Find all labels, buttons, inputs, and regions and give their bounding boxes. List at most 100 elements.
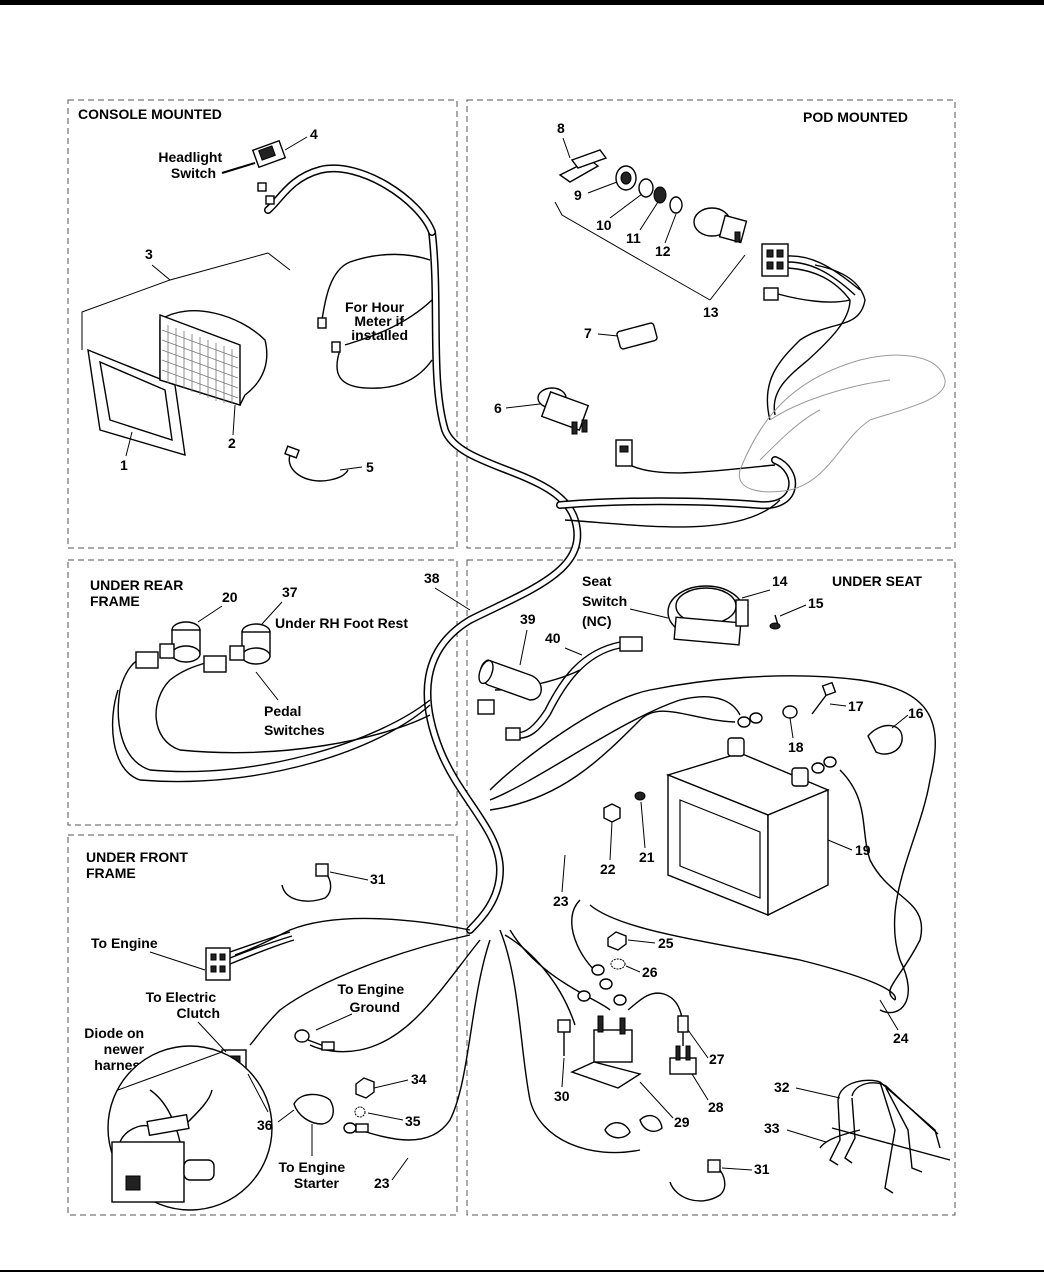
nut-34 <box>355 1077 375 1099</box>
leader-30 <box>561 1057 565 1088</box>
label-to-engine-ground-1: To Engine <box>337 981 404 997</box>
callout-5: 5 <box>366 459 374 475</box>
nut-25-part <box>607 931 627 951</box>
connector-28-part <box>669 1045 697 1075</box>
leader-5 <box>339 466 363 471</box>
callout-23a: 23 <box>553 893 569 909</box>
callout-37: 37 <box>282 584 298 600</box>
callout-8: 8 <box>557 120 565 136</box>
callout-26: 26 <box>642 964 658 980</box>
solenoid-cable-ends <box>577 964 627 1006</box>
callout-1: 1 <box>120 457 128 473</box>
callout-29: 29 <box>674 1114 690 1130</box>
callout-40: 40 <box>545 630 561 646</box>
nut-part-10 <box>638 178 654 198</box>
label-diode-2: newer <box>104 1041 145 1057</box>
pod-decal-part <box>616 322 658 350</box>
callout-15: 15 <box>808 595 824 611</box>
label-hour-meter-2: Meter if <box>354 313 404 329</box>
terminal-boot-16 <box>867 724 903 755</box>
solenoid-part <box>570 1015 642 1089</box>
callout-6: 6 <box>494 400 502 416</box>
leader-26 <box>625 965 641 973</box>
panel-console-mounted <box>67 99 458 549</box>
leader-3b <box>169 252 269 281</box>
callout-12: 12 <box>655 243 671 259</box>
label-to-engine: To Engine <box>91 935 158 951</box>
callout-27: 27 <box>709 1051 725 1067</box>
label-headlight-switch-1: Headlight <box>158 149 222 165</box>
pto-switch-part <box>537 387 590 435</box>
leader-23a <box>561 854 566 893</box>
leader-16 <box>891 714 909 729</box>
leader-28 <box>691 1073 709 1101</box>
leader-7 <box>597 333 619 337</box>
leader-22 <box>609 821 613 861</box>
leader-23b <box>391 1157 409 1181</box>
leader-25 <box>627 939 656 944</box>
leader-33 <box>786 1129 827 1143</box>
callout-21: 21 <box>639 849 655 865</box>
leader-37 <box>261 601 283 625</box>
label-pedal-switches: Pedal Switches <box>264 703 325 738</box>
leader-1 <box>125 431 133 457</box>
callout-3: 3 <box>145 246 153 262</box>
leader-3c <box>267 252 291 271</box>
lockwasher-part-11 <box>653 186 667 204</box>
main-harness <box>111 164 936 1154</box>
battery-bolt-part <box>811 681 837 715</box>
leader-29 <box>639 1081 674 1119</box>
cable-tie-31b <box>669 1159 726 1202</box>
hold-down-32-33 <box>819 1079 951 1194</box>
callout-20: 20 <box>222 589 238 605</box>
ground-terminal-part <box>294 1029 335 1051</box>
lockwasher-21 <box>634 791 646 801</box>
label-seat-switch-1: Seat <box>582 573 612 589</box>
leader-15 <box>779 604 807 617</box>
cable-tie-31a <box>281 863 332 902</box>
leader-17 <box>829 703 847 707</box>
headlight-lamp-part <box>159 310 268 406</box>
title-under-rear-line2: FRAME <box>90 593 140 609</box>
label-headlight-switch-2: Switch <box>171 165 216 181</box>
title-under-front-line1: UNDER FRONT <box>86 849 188 865</box>
headlight-clip-part <box>284 445 349 482</box>
callout-17: 17 <box>848 698 864 714</box>
leader-34 <box>373 1079 409 1089</box>
callout-39: 39 <box>520 611 536 627</box>
callout-16: 16 <box>908 705 924 721</box>
callout-31a: 31 <box>370 871 386 887</box>
callout-33: 33 <box>764 1120 780 1136</box>
panel-under-seat <box>466 559 956 1216</box>
bolt-30-part <box>557 1019 571 1056</box>
washer-part-12 <box>669 196 683 214</box>
callout-11: 11 <box>626 230 641 246</box>
ignition-switch-part <box>693 207 748 244</box>
label-hour-meter-3: installed <box>351 327 408 343</box>
callout-34: 34 <box>411 1071 427 1087</box>
callout-14: 14 <box>772 573 788 589</box>
callout-38: 38 <box>424 570 440 586</box>
callout-24: 24 <box>893 1030 909 1046</box>
leader-19 <box>827 839 853 851</box>
hour-meter-connector-1 <box>317 317 327 329</box>
leader-10 <box>609 193 643 219</box>
label-to-electric-clutch: To Electric Clutch <box>146 989 220 1021</box>
callout-32: 32 <box>774 1079 790 1095</box>
diode-detail-inset <box>107 1045 273 1211</box>
callout-36: 36 <box>257 1117 273 1133</box>
leader-3 <box>81 264 171 350</box>
leader-31b <box>721 1167 753 1171</box>
leader-32 <box>795 1087 841 1099</box>
leader-8 <box>562 137 571 159</box>
callout-31b: 31 <box>754 1161 770 1177</box>
callout-19: 19 <box>855 842 871 858</box>
panel-pod-mounted <box>466 99 956 549</box>
headlight-switch-part <box>251 139 287 205</box>
leader-2 <box>232 404 236 436</box>
callout-2: 2 <box>228 435 236 451</box>
callout-9: 9 <box>574 187 582 203</box>
rear-harness-connector <box>477 699 495 715</box>
label-seat-switch: Seat Switch (NC) <box>582 573 631 629</box>
